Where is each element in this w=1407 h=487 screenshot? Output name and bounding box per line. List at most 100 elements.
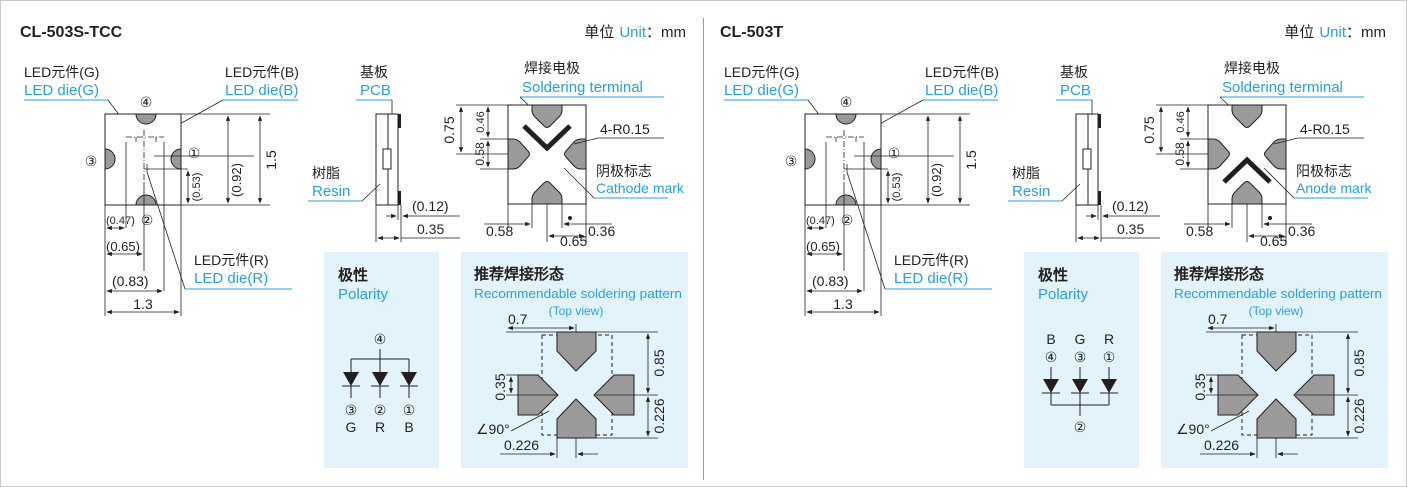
diode-symbol <box>1072 379 1088 393</box>
side-die <box>382 148 392 170</box>
diode-symbol <box>343 372 359 386</box>
dim-height-total: 1.5 <box>263 150 279 170</box>
dim-012: (0.12) <box>1112 198 1149 214</box>
radius-label: 4-R0.15 <box>600 121 650 137</box>
led-g-label-en: LED die(G) <box>24 82 99 99</box>
unit-suffix: ：mm <box>1346 24 1386 41</box>
pin-1-label: ① <box>888 145 901 161</box>
pattern-title-cn: 推荐焊接形态 <box>1174 265 1264 283</box>
dim-height-total: 1.5 <box>963 150 979 170</box>
side-terminal-bottom <box>398 191 401 205</box>
resin-label-en: Resin <box>1012 183 1050 200</box>
package-body <box>104 113 182 206</box>
back-view: 焊接电极 Soldering terminal 4-R0.15 阴极标志 Cat… <box>441 60 685 249</box>
polarity-color-top: B <box>1046 331 1055 347</box>
led-r-label-en: LED die(R) <box>894 270 968 287</box>
unit-prefix: 单位 <box>584 24 614 41</box>
led-b-label-en: LED die(B) <box>925 82 998 99</box>
model-title: CL-503S-TCC <box>20 24 123 41</box>
angle-label: ∠90° <box>476 421 510 437</box>
angle-label: ∠90° <box>1176 421 1210 437</box>
dim-083: (0.83) <box>812 273 849 289</box>
dim-085: 0.85 <box>1351 349 1367 376</box>
diode-symbol <box>372 372 388 386</box>
resin-leader <box>361 183 381 202</box>
polarity-color-bottom: R <box>375 419 385 435</box>
led-g-label-en: LED die(G) <box>724 82 799 99</box>
side-terminal-top <box>398 114 401 128</box>
pattern-pad-top <box>556 331 597 372</box>
solder-pattern-box: 推荐焊接形态 Recommendable soldering pattern (… <box>461 252 688 468</box>
front-view: LED元件(G) LED die(G) LED元件(B) LED die(B) … <box>24 64 299 316</box>
terminal-bottom <box>1231 181 1263 205</box>
dim-065: (0.65) <box>106 239 140 254</box>
pattern-view-label: (Top view) <box>549 304 604 318</box>
unit-word: Unit <box>1319 24 1347 41</box>
pin-3-label: ③ <box>785 153 798 169</box>
led-r-label-en: LED die(R) <box>194 270 268 287</box>
pattern-pad-bottom <box>1256 398 1297 439</box>
polarity-mark <box>1222 156 1272 184</box>
mark-label-cn: 阴极标志 <box>596 163 652 179</box>
led-b-label-cn: LED元件(B) <box>225 64 299 80</box>
model-title: CL-503T <box>720 24 783 41</box>
pattern-pad-bottom <box>556 398 597 439</box>
polarity-pin-top: ③ <box>1074 349 1087 365</box>
unit-word: Unit <box>619 24 647 41</box>
dim-092: (0.92) <box>229 163 244 197</box>
led-r-leader <box>146 171 186 290</box>
pattern-title-cn: 推荐焊接形态 <box>474 265 564 283</box>
pad-bottom <box>835 194 857 206</box>
unit-suffix: ：mm <box>646 24 686 41</box>
pattern-title-en: Recommendable soldering pattern <box>1174 286 1382 301</box>
unit-label: 单位 Unit：mm <box>584 24 686 41</box>
panel-divider <box>703 18 704 480</box>
dim-046: 0.46 <box>1175 111 1187 132</box>
dim-0226: 0.226 <box>1204 437 1239 453</box>
dim-012: (0.12) <box>412 198 449 214</box>
angle-leader <box>1210 410 1250 432</box>
dim-dot <box>1268 216 1272 220</box>
front-view: LED元件(G) LED die(G) LED元件(B) LED die(B) … <box>724 64 999 316</box>
resin-label-cn: 树脂 <box>312 165 340 181</box>
polarity-color-top: G <box>1075 331 1086 347</box>
dim-065b: 0.65 <box>1260 233 1287 249</box>
pattern-title-en: Recommendable soldering pattern <box>474 286 682 301</box>
terminal-left <box>507 138 530 170</box>
polarity-color-bottom: B <box>404 419 413 435</box>
dim-035: 0.35 <box>417 221 444 237</box>
dim-07: 0.7 <box>1208 311 1228 327</box>
polarity-pin-top: ④ <box>1045 349 1058 365</box>
terminal-label-cn: 焊接电极 <box>524 60 580 76</box>
pattern-view-label: (Top view) <box>1249 304 1304 318</box>
led-g-label-cn: LED元件(G) <box>724 64 799 80</box>
dim-083: (0.83) <box>112 273 149 289</box>
resin-label-cn: 树脂 <box>1012 165 1040 181</box>
side-terminal-top <box>1098 114 1101 128</box>
dim-07: 0.7 <box>508 311 528 327</box>
dim-dot <box>568 216 572 220</box>
dim-13: 1.3 <box>133 296 153 312</box>
diode-symbol <box>1101 379 1117 393</box>
radius-leader <box>1273 137 1299 145</box>
pcb-label-en: PCB <box>1060 82 1091 99</box>
dim-035: 0.35 <box>1117 221 1144 237</box>
pin-2-label: ② <box>841 212 854 228</box>
resin-leader <box>1061 183 1081 202</box>
dim-058v: 0.58 <box>1173 142 1187 166</box>
mark-label-en: Anode mark <box>1296 180 1372 196</box>
pattern-pad-top <box>1256 331 1297 372</box>
dim-035p: 0.35 <box>492 373 508 400</box>
dim-092: (0.92) <box>929 163 944 197</box>
diode-symbol <box>1043 379 1059 393</box>
polarity-box-bg <box>324 252 439 468</box>
pin-1-label: ① <box>188 145 201 161</box>
pad-top <box>835 113 857 125</box>
led-r-label-cn: LED元件(R) <box>194 252 269 268</box>
polarity-pin-bottom: ③ <box>345 402 358 418</box>
dim-047: (0.47) <box>806 215 835 227</box>
side-terminal-bottom <box>1098 191 1101 205</box>
